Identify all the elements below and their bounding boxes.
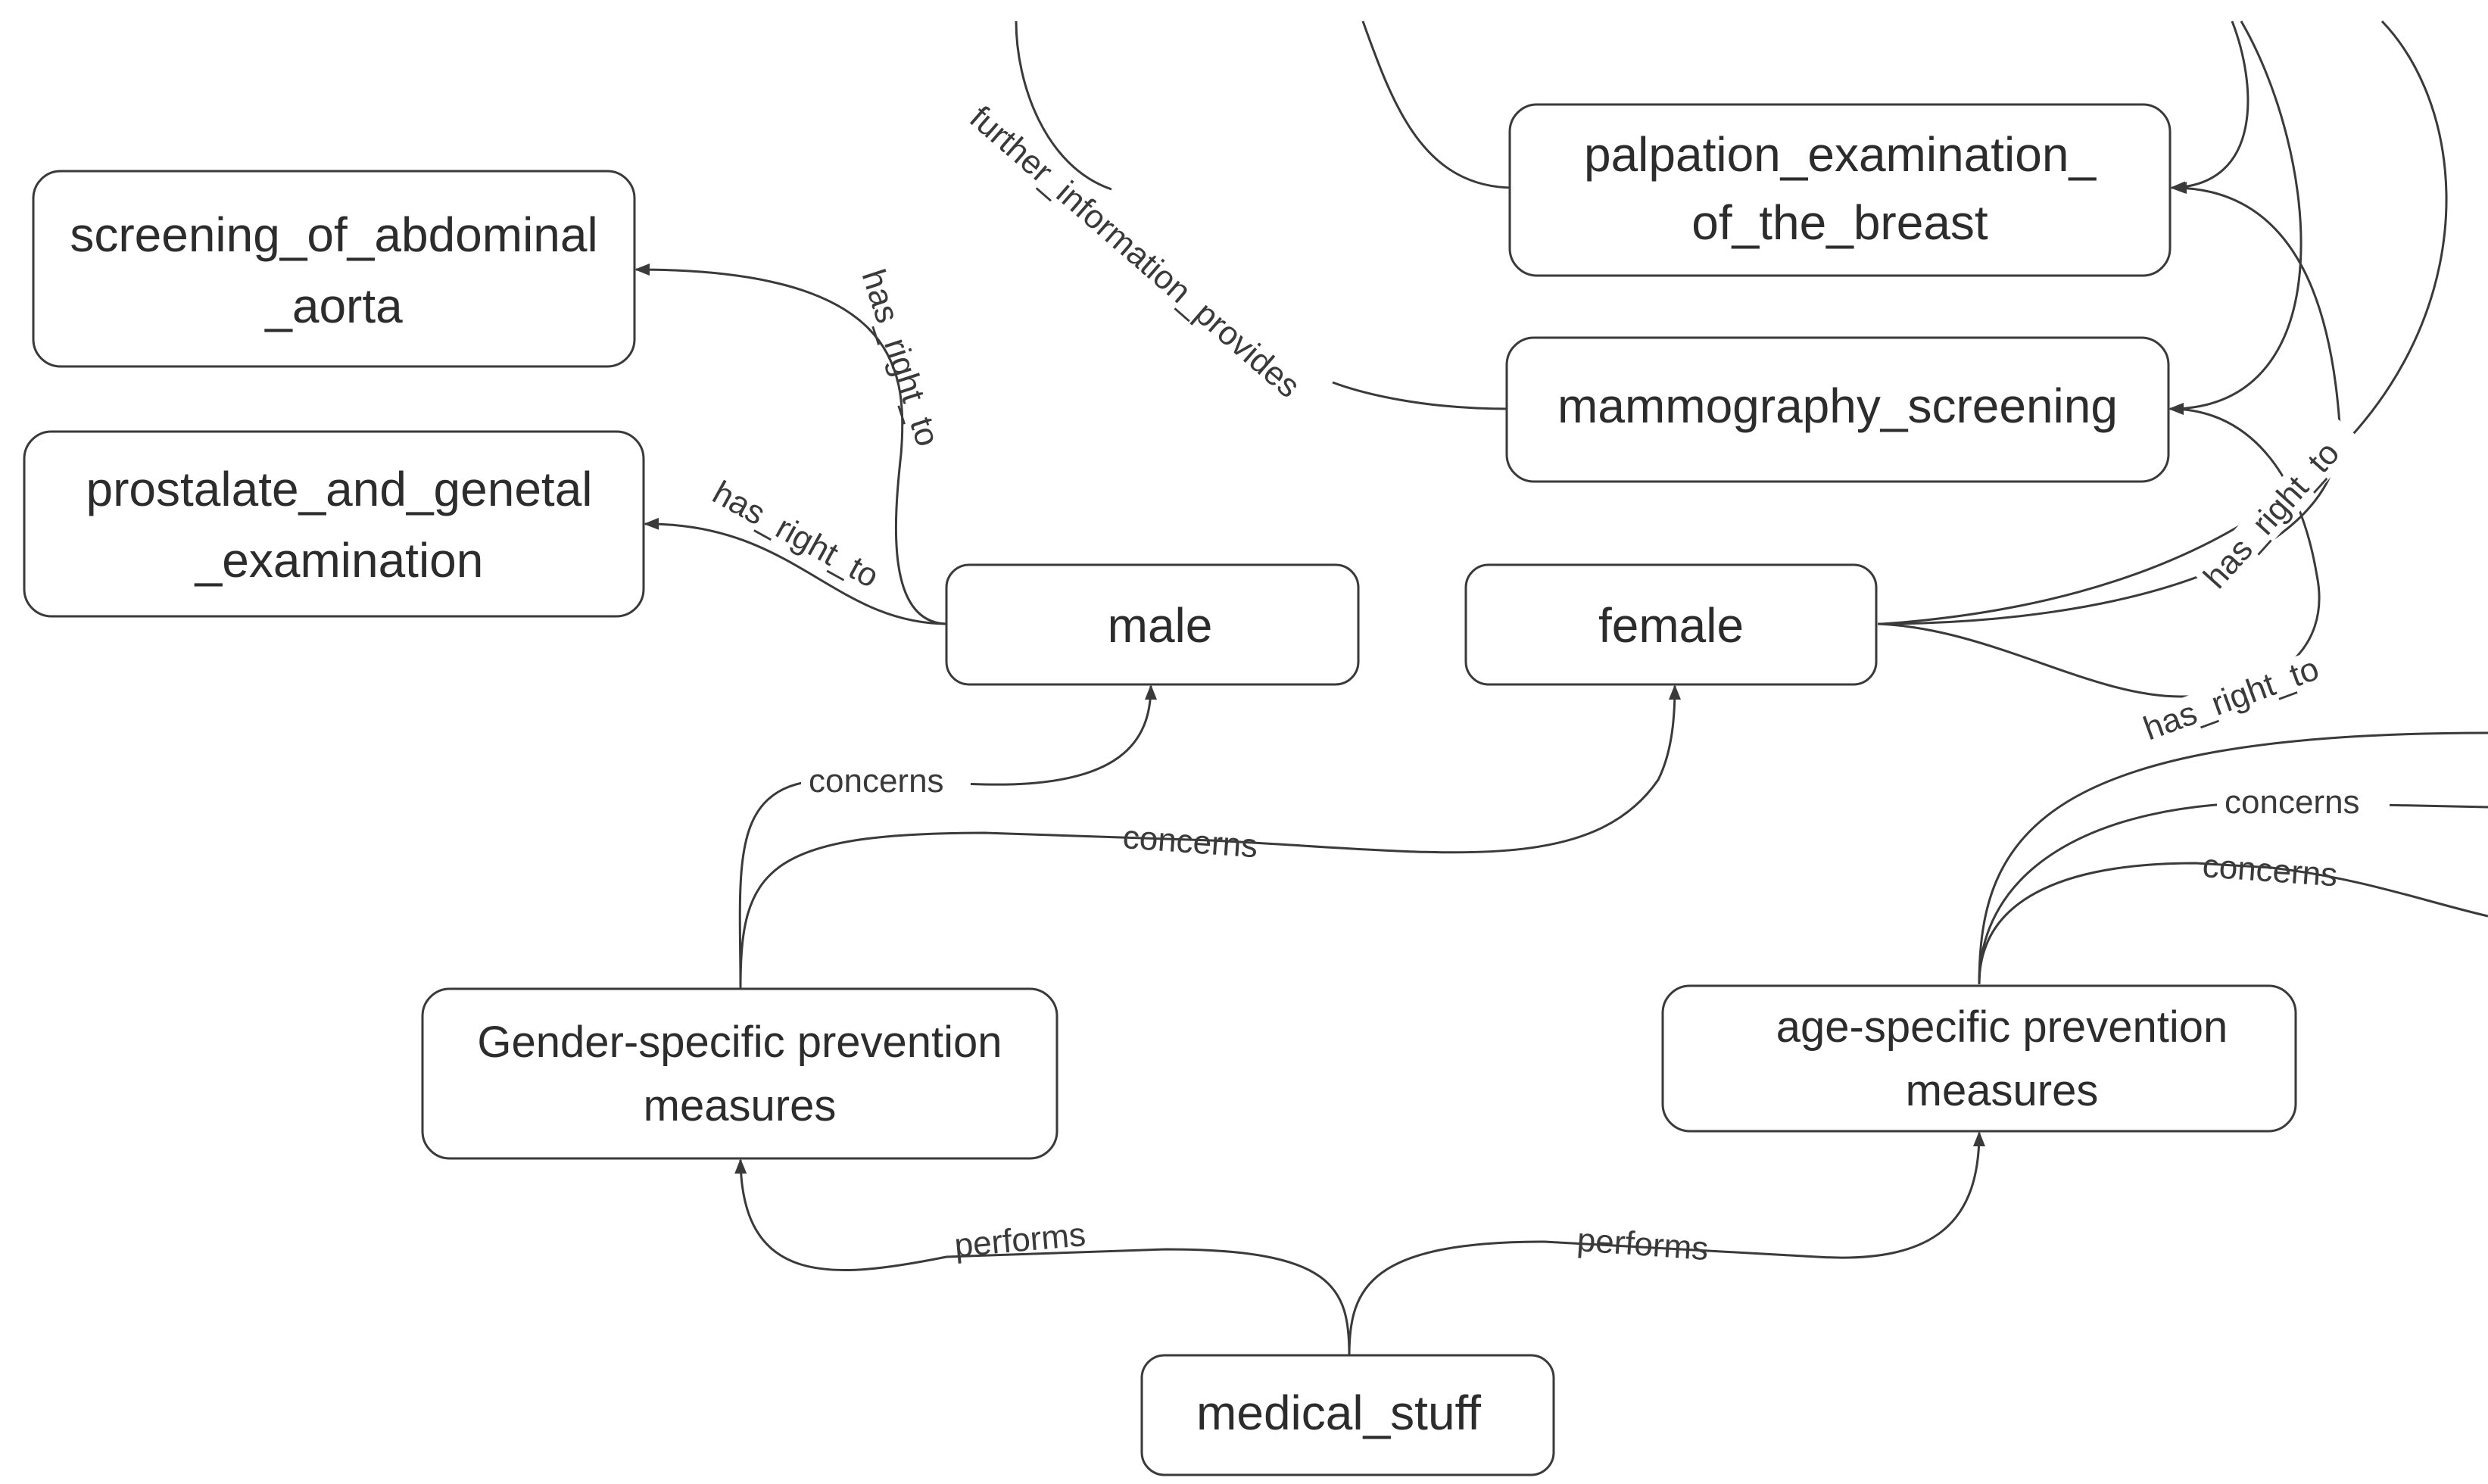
edge-male-aorta — [634, 263, 949, 625]
node-screening-of-abdominal-aorta[interactable]: screening_of_abdominal _aorta — [32, 170, 636, 368]
node-screening-of-abdominal-aorta-line-2: _aorta — [264, 279, 403, 333]
node-palpation-line-2: of_the_breast — [1691, 195, 1988, 250]
edge-label-female-palpation: has_right_to — [2193, 416, 2363, 600]
node-age-specific-prevention-measures[interactable]: age-specific prevention measures — [1661, 984, 2297, 1133]
node-prostalate-line-1: prostalate_and_genetal — [86, 462, 593, 516]
node-prostalate-and-genetal-examination[interactable]: prostalate_and_genetal _examination — [23, 430, 645, 618]
svg-text:concerns: concerns — [2225, 784, 2360, 821]
edge-label-gender-male: concerns — [801, 759, 971, 800]
node-female-label: female — [1598, 598, 1744, 653]
svg-text:performs: performs — [1576, 1221, 1710, 1267]
node-mammography-label: mammography_screening — [1557, 379, 2118, 433]
svg-text:has_right_to: has_right_to — [2139, 650, 2324, 748]
node-screening-of-abdominal-aorta-line-1: screening_of_abdominal — [70, 207, 597, 262]
edge-offscreen-to-female — [1882, 20, 2448, 625]
edge-label-male-aorta: has_right_to — [854, 265, 946, 450]
edge-offscreen-to-mammography — [2168, 20, 2302, 415]
node-male[interactable]: male — [945, 563, 1360, 686]
edge-label-age-offscreen-2: concerns — [2195, 815, 2371, 893]
node-gender-specific-prevention-measures[interactable]: Gender-specific prevention measures — [421, 987, 1058, 1160]
svg-text:further_information_provides: further_information_provides — [962, 99, 1307, 405]
edge-gender-female — [739, 684, 1681, 989]
node-medical-stuff[interactable]: medical_stuff — [1140, 1354, 1555, 1476]
edge-label-age-offscreen-1: concerns — [2217, 780, 2390, 821]
node-age-prevention-line-1: age-specific prevention — [1776, 1002, 2228, 1052]
node-gender-prevention-line-2: measures — [644, 1081, 837, 1130]
edge-label-mammography-further-info: further_information_provides — [962, 99, 1307, 405]
svg-text:has_right_to: has_right_to — [854, 265, 946, 450]
node-age-prevention-line-2: measures — [1906, 1066, 2099, 1115]
node-gender-prevention-line-1: Gender-specific prevention — [477, 1018, 1002, 1067]
edge-age-offscreen-top — [1978, 731, 2488, 985]
svg-text:concerns: concerns — [809, 762, 944, 800]
edge-label-medical-age: performs — [1570, 1199, 1744, 1267]
node-palpation-line-1: palpation_examination_ — [1584, 127, 2097, 182]
node-female[interactable]: female — [1464, 563, 1878, 686]
edge-offscreen-to-palpation-2 — [2170, 20, 2249, 194]
node-palpation-examination-of-the-breast[interactable]: palpation_examination_ of_the_breast — [1508, 103, 2172, 277]
edge-label-medical-gender: performs — [946, 1197, 1121, 1264]
edge-label-gender-female: concerns — [1115, 787, 1288, 865]
node-mammography-screening[interactable]: mammography_screening — [1505, 336, 2170, 483]
edge-male-prostalate — [644, 517, 949, 625]
edge-age-offscreen-2 — [1978, 862, 2488, 985]
svg-text:has_right_to: has_right_to — [706, 474, 885, 595]
edge-offscreen-to-palpation — [1361, 20, 1515, 189]
edge-mammography-further-info — [1332, 381, 1509, 410]
edge-medical-age — [1348, 1131, 1985, 1356]
node-prostalate-line-2: _examination — [195, 533, 484, 588]
node-medical-stuff-label: medical_stuff — [1196, 1386, 1481, 1440]
node-male-label: male — [1108, 598, 1213, 653]
edge-medical-gender — [734, 1158, 1351, 1356]
edge-offscreen-top-1 — [1015, 20, 1112, 191]
edge-label-male-prostalate: has_right_to — [706, 474, 885, 595]
